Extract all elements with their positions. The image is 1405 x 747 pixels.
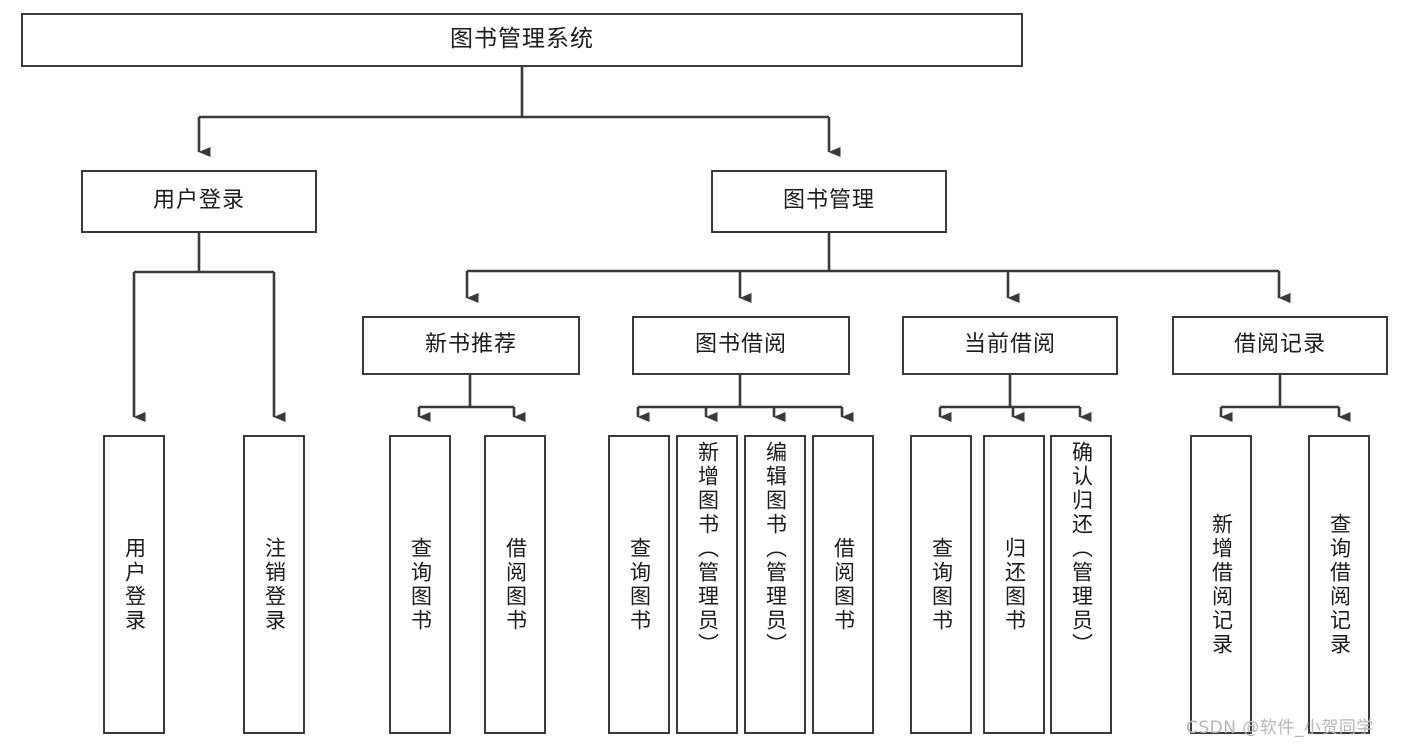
node-root[interactable]: 图书管理系统 — [21, 13, 1023, 67]
node-leaf-query-book-2[interactable]: 查询图书 — [608, 435, 670, 734]
node-user-login[interactable]: 用户登录 — [81, 170, 317, 233]
node-label-borrow-record: 借阅记录 — [1233, 332, 1326, 358]
node-book-manage[interactable]: 图书管理 — [711, 170, 947, 233]
node-leaf-query-record[interactable]: 查询借阅记录 — [1308, 435, 1370, 734]
node-label-leaf-query-book-1: 查询图书 — [408, 536, 433, 633]
node-leaf-add-record[interactable]: 新增借阅记录 — [1190, 435, 1252, 734]
node-label-leaf-user-logout: 注销登录 — [262, 536, 287, 633]
node-borrow-record[interactable]: 借阅记录 — [1172, 316, 1388, 375]
node-leaf-edit-book[interactable]: 编辑图书（管理员） — [744, 435, 806, 734]
node-leaf-add-book[interactable]: 新增图书（管理员） — [676, 435, 738, 734]
node-leaf-borrow-book-2[interactable]: 借阅图书 — [812, 435, 874, 734]
node-label-leaf-add-book: 新增图书（管理员） — [695, 441, 720, 657]
node-new-book-rec[interactable]: 新书推荐 — [362, 316, 580, 375]
node-leaf-user-login[interactable]: 用户登录 — [103, 435, 165, 734]
node-label-leaf-query-record: 查询借阅记录 — [1327, 512, 1352, 657]
node-leaf-borrow-book-1[interactable]: 借阅图书 — [484, 435, 546, 734]
node-leaf-user-logout[interactable]: 注销登录 — [243, 435, 305, 734]
node-label-new-book-rec: 新书推荐 — [424, 332, 517, 358]
node-label-leaf-query-book-3: 查询图书 — [929, 536, 954, 633]
node-leaf-query-book-1[interactable]: 查询图书 — [389, 435, 451, 734]
node-label-book-borrow: 图书借阅 — [694, 332, 787, 358]
node-leaf-confirm-return[interactable]: 确认归还（管理员） — [1050, 435, 1112, 734]
node-label-current-borrow: 当前借阅 — [963, 332, 1056, 358]
node-label-leaf-confirm-return: 确认归还（管理员） — [1069, 441, 1094, 657]
node-label-leaf-edit-book: 编辑图书（管理员） — [763, 441, 788, 657]
node-book-borrow[interactable]: 图书借阅 — [632, 316, 850, 375]
node-label-root: 图书管理系统 — [450, 26, 594, 53]
node-label-leaf-add-record: 新增借阅记录 — [1209, 512, 1234, 657]
node-label-leaf-borrow-book-2: 借阅图书 — [831, 536, 856, 633]
node-label-leaf-borrow-book-1: 借阅图书 — [503, 536, 528, 633]
node-label-leaf-query-book-2: 查询图书 — [627, 536, 652, 633]
node-label-leaf-user-login: 用户登录 — [122, 536, 147, 633]
node-label-book-manage: 图书管理 — [782, 188, 875, 214]
watermark-text: CSDN @软件_小贺同学 — [1186, 718, 1374, 738]
node-current-borrow[interactable]: 当前借阅 — [902, 316, 1118, 375]
node-leaf-query-book-3[interactable]: 查询图书 — [910, 435, 972, 734]
node-leaf-return-book[interactable]: 归还图书 — [983, 435, 1045, 734]
node-label-leaf-return-book: 归还图书 — [1002, 536, 1027, 633]
node-label-user-login: 用户登录 — [152, 188, 245, 214]
